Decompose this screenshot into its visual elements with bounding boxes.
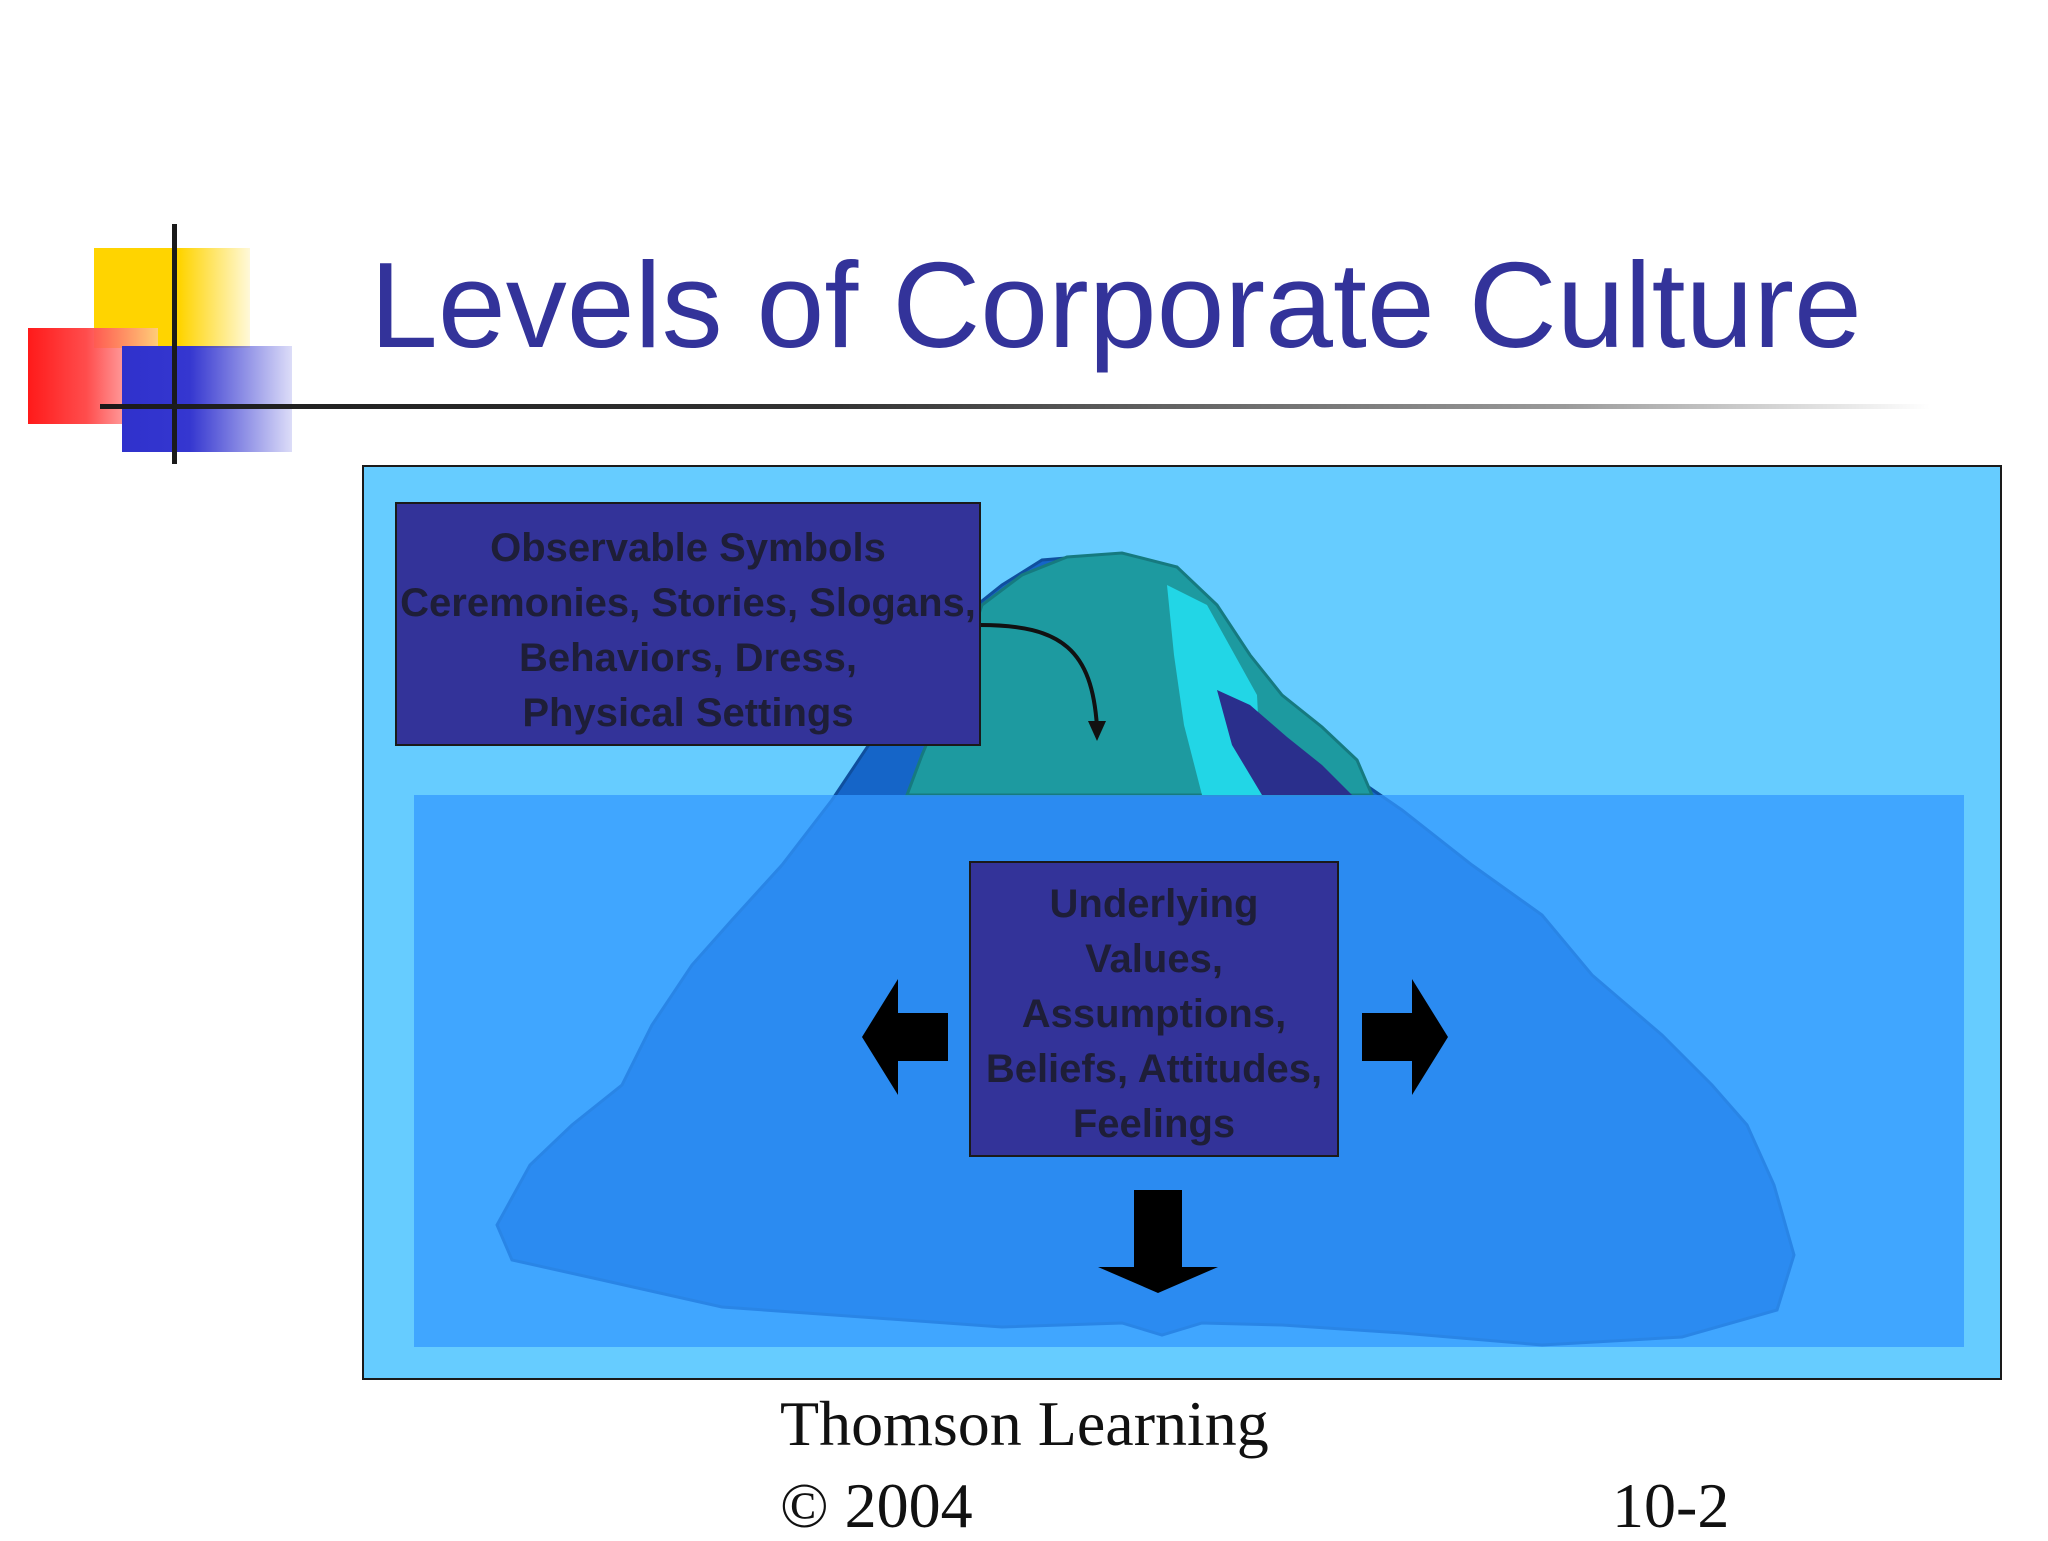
observable-symbols-line: Physical Settings [522,691,853,735]
footer-organization: Thomson Learning [780,1388,1269,1459]
right-arrow-icon [1362,979,1448,1095]
iceberg-diagram: Observable Symbols Ceremonies, Stories, … [362,465,2002,1380]
underlying-values-line: Assumptions, [1022,992,1286,1036]
observable-symbols-box [395,502,981,746]
slide-title: Levels of Corporate Culture [370,237,1862,373]
curved-arrow-head [1088,721,1106,741]
accent-vertical-line [172,224,177,464]
observable-symbols-line: Ceremonies, Stories, Slogans, [400,581,976,625]
iceberg-diagram-canvas: Observable Symbols Ceremonies, Stories, … [362,465,2002,1380]
down-arrow-icon [1098,1190,1218,1293]
underlying-values-line: Underlying [1050,882,1259,926]
footer-copyright: © 2004 [780,1470,973,1541]
left-arrow-icon [862,979,948,1095]
underlying-values-line: Values, [1085,937,1223,981]
underlying-values-line: Beliefs, Attitudes, [986,1047,1322,1091]
curved-arrow-connector [979,623,1099,728]
page-number: 10-2 [1612,1470,1730,1541]
blue-accent-square [122,346,292,452]
title-underline [100,404,1930,409]
observable-symbols-line: Observable Symbols [490,526,886,570]
underlying-values-box [969,861,1339,1157]
underlying-values-line: Feelings [1073,1102,1235,1146]
observable-symbols-line: Behaviors, Dress, [519,636,857,680]
iceberg-tip-shadow [1217,690,1352,795]
